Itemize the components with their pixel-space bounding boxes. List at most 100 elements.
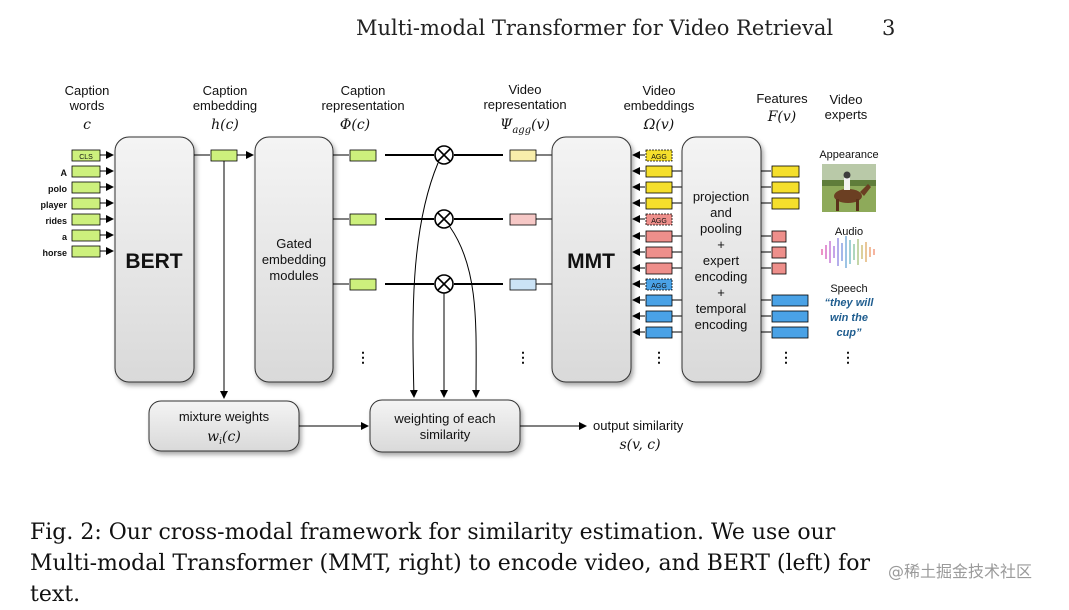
token-box [71, 181, 101, 194]
header-video-experts-1: Video [829, 92, 862, 107]
token-a: A [61, 168, 68, 178]
mixture-weights-label: mixture weights [179, 409, 270, 424]
feature-yellow [771, 181, 800, 194]
caption-rep-box-1 [349, 149, 377, 162]
projection-label-9: encoding [695, 317, 748, 332]
projection-label-8: temporal [696, 301, 747, 316]
symbol-omega: Ω(v) [643, 117, 674, 133]
video-rep-box-1 [509, 149, 537, 162]
video-emb-red [645, 246, 673, 259]
weighting-block [369, 399, 521, 453]
token-box [71, 197, 101, 210]
feature-yellow [771, 197, 800, 210]
header-video-experts-2: experts [825, 107, 868, 122]
speech-quote-2: win the [830, 312, 868, 324]
header-caption-representation-1: Caption [341, 83, 386, 98]
projection-label-2: and [710, 205, 732, 220]
projection-label-4: + [717, 237, 725, 252]
video-emb-blue [645, 294, 673, 307]
output-similarity-symbol: s(v, c) [619, 437, 660, 453]
output-similarity-label: output similarity [593, 418, 684, 433]
token-horse: horse [42, 248, 67, 258]
projection-label-3: pooling [700, 221, 742, 236]
token-rides: rides [45, 216, 67, 226]
feature-red [771, 246, 787, 259]
header-caption-words-1: Caption [65, 83, 110, 98]
feature-yellow [771, 165, 800, 178]
feature-blue [771, 310, 809, 323]
gated-label-3: modules [269, 268, 319, 283]
video-emb-red [645, 262, 673, 275]
header-video-representation-2: representation [483, 97, 566, 112]
header-caption-embedding-1: Caption [203, 83, 248, 98]
agg-label: AGG [651, 154, 667, 161]
header-video-representation-1: Video [508, 82, 541, 97]
header-video-embeddings-1: Video [642, 83, 675, 98]
video-emb-red [645, 230, 673, 243]
projection-label-6: encoding [695, 269, 748, 284]
agg-box-red [645, 213, 673, 226]
running-title: Multi-modal Transformer for Video Retrie… [356, 16, 834, 40]
bert-label: BERT [125, 250, 182, 273]
token-cls: CLS [79, 154, 93, 161]
header-caption-words-2: words [69, 98, 105, 113]
symbol-fv: F(v) [767, 109, 797, 125]
ellipsis: ⋮ [779, 349, 793, 365]
header-caption-embedding-2: embedding [193, 98, 257, 113]
weighting-label-2: similarity [420, 427, 471, 442]
token-a2: a [62, 232, 68, 242]
bert-block [114, 136, 195, 383]
feature-red [771, 230, 787, 243]
symbol-psi: Ψagg(v) [500, 117, 550, 136]
audio-waveform-icon [821, 236, 875, 268]
video-emb-blue [645, 326, 673, 339]
gated-label-1: Gated [276, 236, 311, 251]
agg-box-blue [645, 278, 673, 291]
caption-rep-box-3 [349, 278, 377, 291]
caption-rep-box-2 [349, 213, 377, 226]
token-box [71, 245, 101, 258]
video-emb-yellow [645, 197, 673, 210]
mmt-block [551, 136, 632, 383]
ellipsis: ⋮ [841, 349, 855, 365]
page-number: 3 [882, 16, 896, 40]
weighting-label-1: weighting of each [393, 411, 495, 426]
ellipsis: ⋮ [516, 349, 530, 365]
video-emb-blue [645, 310, 673, 323]
expert-audio-label: Audio [835, 226, 863, 238]
token-polo: polo [48, 184, 67, 194]
gated-label-2: embedding [262, 252, 326, 267]
symbol-c: c [83, 117, 91, 133]
ellipsis: ⋮ [652, 349, 666, 365]
feature-blue [771, 294, 809, 307]
ellipsis: ⋮ [356, 349, 370, 365]
mmt-label: MMT [567, 250, 615, 273]
token-box [71, 229, 101, 242]
caption-embedding-box [210, 149, 238, 162]
feature-blue [771, 326, 809, 339]
expert-speech-label: Speech [830, 283, 867, 295]
projection-block [681, 136, 762, 383]
expert-appearance-label: Appearance [819, 149, 878, 161]
agg-label: AGG [651, 218, 667, 225]
video-emb-yellow [645, 165, 673, 178]
symbol-phic: Φ(c) [340, 117, 370, 133]
agg-box-yellow [645, 149, 673, 162]
video-rep-box-2 [509, 213, 537, 226]
token-box [71, 213, 101, 226]
watermark: @稀土掘金技术社区 [888, 562, 1033, 581]
header-features: Features [756, 91, 808, 106]
speech-quote-1: “they will [825, 297, 875, 309]
projection-label-7: + [717, 285, 725, 300]
figure-caption: Fig. 2: Our cross-modal framework for si… [30, 520, 870, 607]
video-emb-yellow [645, 181, 673, 194]
projection-label-1: projection [693, 189, 749, 204]
speech-quote-3: cup” [836, 327, 862, 339]
header-caption-representation-2: representation [321, 98, 404, 113]
symbol-hc: h(c) [211, 117, 239, 133]
appearance-image [822, 164, 876, 212]
token-box [71, 165, 101, 178]
header-video-embeddings-2: embeddings [624, 98, 695, 113]
figure-diagram: Caption words Caption embedding Caption … [40, 82, 878, 453]
gated-embedding-block [254, 136, 334, 383]
